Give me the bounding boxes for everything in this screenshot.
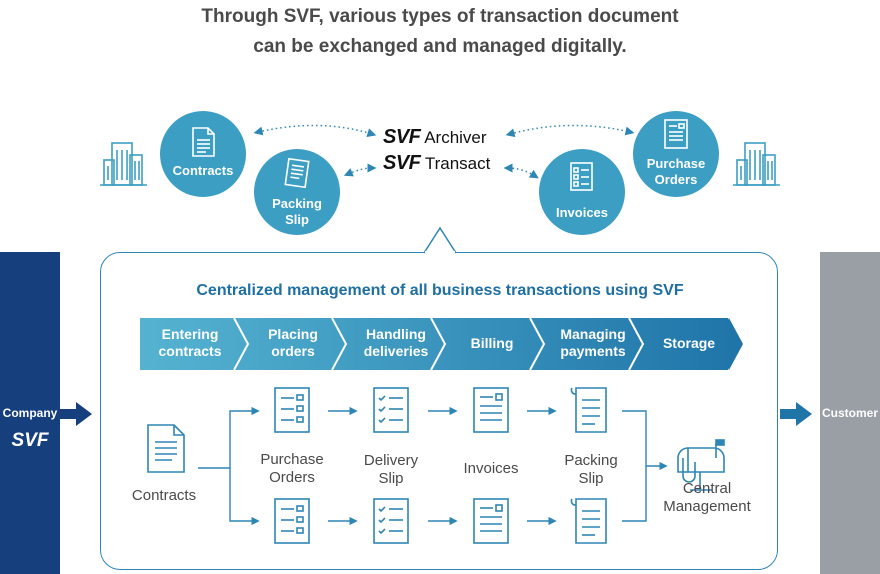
step-label: deliveries [363, 343, 429, 359]
form-icon [274, 387, 310, 433]
step-billing: Billing [442, 335, 542, 352]
product-archiver: SVF Archiver [383, 126, 487, 149]
label-line: Purchase [260, 451, 324, 468]
document-icon [192, 127, 215, 157]
label-line: Orders [269, 469, 315, 486]
circle-purchase-orders-label: Purchase Orders [633, 111, 719, 197]
checklist-icon [373, 498, 409, 544]
panel-title: Centralized management of all business t… [196, 282, 684, 299]
title-line-1: Through SVF, various types of transactio… [201, 6, 679, 27]
form-icon [570, 162, 593, 191]
step-label: Placing [268, 326, 318, 342]
circle-label: Invoices [555, 205, 609, 220]
document-icon [147, 424, 185, 473]
document-icon [284, 157, 310, 189]
label-line: Slip [378, 470, 404, 487]
label-line: Packing [564, 452, 618, 469]
scroll-icon [570, 387, 607, 433]
step-label: Billing [470, 335, 514, 351]
company-brand: SVF [11, 430, 49, 451]
customer-label: Customer [821, 406, 878, 420]
exchange-diagram [100, 111, 780, 235]
product-brand: SVF [383, 126, 421, 148]
product-name: Transact [424, 154, 491, 173]
label-line: Slip [578, 470, 604, 487]
circle-contracts [160, 111, 246, 197]
circle-label: Purchase [646, 156, 706, 171]
process-steps [140, 317, 743, 371]
circle-label: Contracts [172, 163, 234, 178]
page-title: Through SVF, various types of transactio… [0, 2, 880, 62]
form-icon [473, 387, 509, 433]
scroll-icon [570, 498, 607, 544]
step-storage: Storage [640, 335, 738, 352]
circle-packing-slip-label: Packing Slip [254, 149, 340, 235]
step-label: orders [271, 343, 315, 359]
company-side: Company SVF [0, 252, 60, 574]
title-line-2: can be exchanged and managed digitally. [253, 36, 627, 57]
label-central-management: Central Management [652, 480, 762, 516]
label-packing-slip: Packing Slip [541, 452, 641, 488]
company-arrow [60, 402, 92, 426]
circle-packing-slip [254, 149, 340, 235]
customer-arrow [780, 402, 812, 426]
form-icon [274, 498, 310, 544]
label-line: Delivery [363, 452, 419, 469]
step-label: contracts [158, 343, 222, 359]
mailbox-icon [677, 439, 725, 491]
product-brand: SVF [383, 152, 421, 174]
label-contracts: Contracts [131, 487, 197, 504]
step-label: Handling [366, 326, 426, 342]
flow-diagram [60, 226, 812, 544]
label-line: Management [663, 498, 751, 515]
circle-label: Orders [654, 172, 698, 187]
circle-invoices-label: Invoices [539, 149, 625, 235]
label-invoices: Invoices [463, 460, 519, 477]
step-entering-contracts: Entering contracts [140, 326, 240, 360]
circle-purchase-orders [633, 111, 719, 197]
label-line: Central [682, 480, 732, 497]
checklist-icon [373, 387, 409, 433]
circle-invoices [539, 149, 625, 235]
customer-side: Customer [820, 252, 880, 574]
step-handling-deliveries: Handling deliveries [343, 326, 449, 360]
label-purchase-orders: Purchase Orders [242, 451, 342, 487]
circle-label: Packing [272, 196, 322, 211]
step-label: Storage [662, 335, 716, 351]
product-transact: SVF Transact [383, 152, 490, 175]
building-icon-right [733, 142, 780, 186]
dotted-arrows [253, 124, 635, 179]
building-icon-left [100, 142, 147, 186]
label-delivery-slip: Delivery Slip [341, 452, 441, 488]
step-label: payments [560, 343, 626, 359]
circle-label: Slip [285, 212, 309, 227]
step-placing-orders: Placing orders [244, 326, 342, 360]
circle-contracts-label: Contracts [160, 111, 246, 197]
step-managing-payments: Managing payments [541, 326, 645, 360]
form-icon [473, 498, 509, 544]
form-icon [664, 119, 688, 149]
step-label: Managing [560, 326, 626, 342]
step-label: Entering [161, 326, 219, 342]
product-name: Archiver [424, 128, 487, 147]
company-label: Company [2, 406, 58, 420]
